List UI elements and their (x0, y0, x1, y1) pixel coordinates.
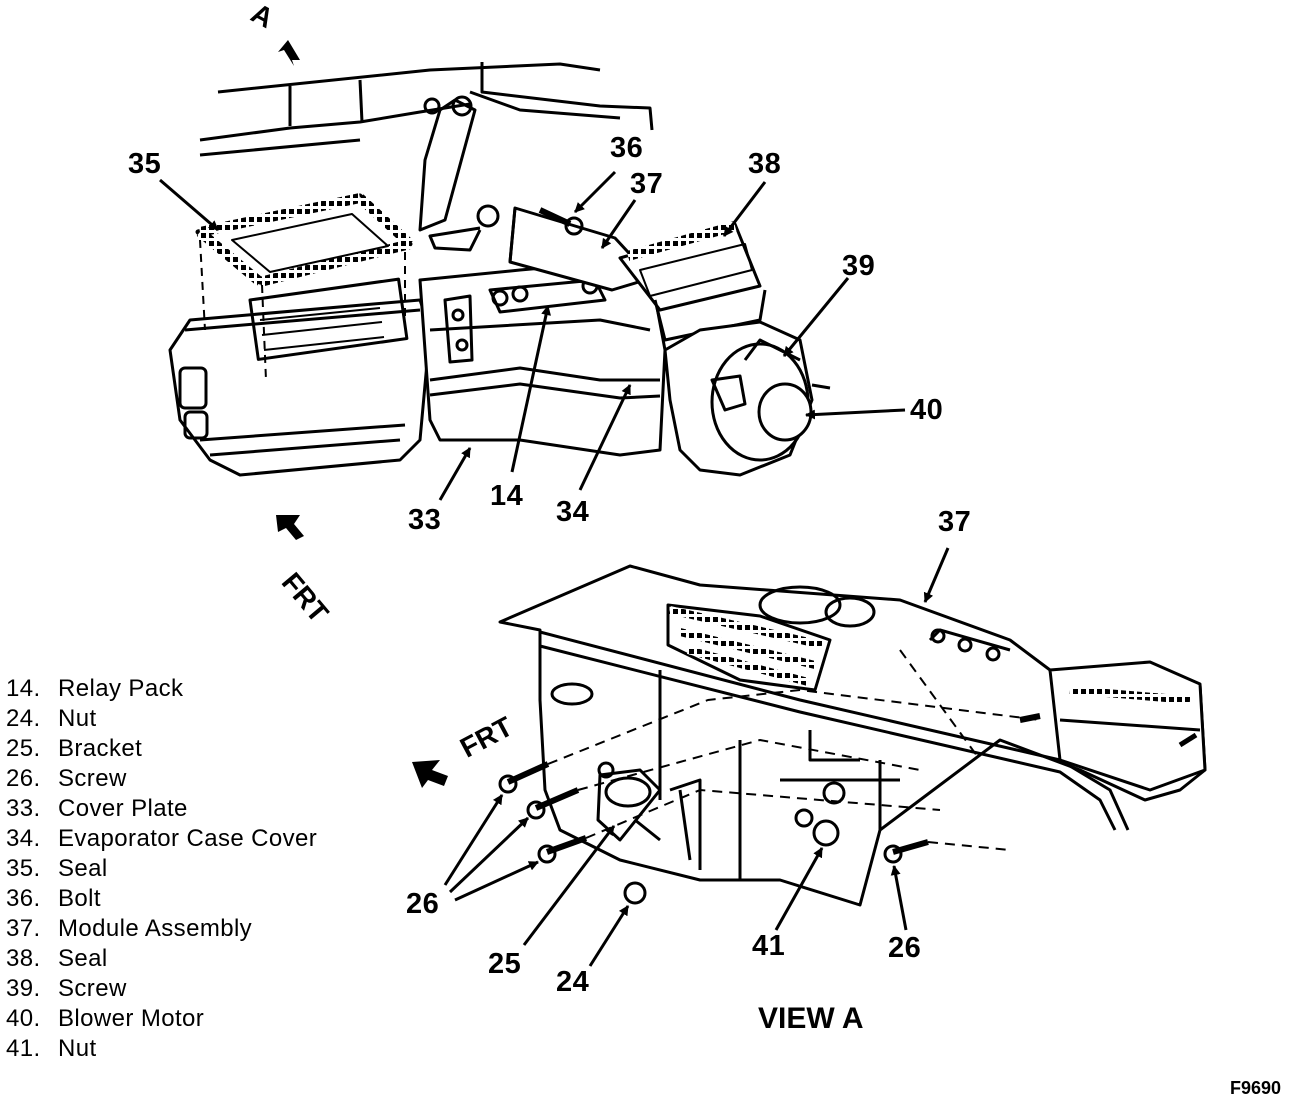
legend-label: Bracket (58, 735, 143, 762)
legend-item: 25. Bracket (6, 734, 317, 764)
leader-14 (510, 305, 551, 473)
legend-item: 34. Evaporator Case Cover (6, 824, 317, 854)
leader-39 (782, 277, 850, 357)
legend-number: 25. (6, 735, 41, 762)
leader-37-view (923, 547, 950, 603)
legend-label: Seal (58, 855, 108, 882)
legend-label: Seal (58, 945, 108, 972)
callout-37-view: 37 (938, 506, 972, 538)
callout-37-top: 37 (630, 168, 664, 200)
mounting-bracket (418, 98, 477, 232)
legend-item: 41. Nut (6, 1034, 317, 1064)
callout-25: 25 (488, 948, 522, 980)
callout-39: 39 (842, 250, 876, 282)
callout-33: 33 (408, 504, 442, 536)
legend-number: 34. (6, 825, 41, 852)
callout-35: 35 (128, 148, 162, 180)
dash-panel (217, 62, 601, 94)
leader-36 (573, 170, 617, 214)
legend-number: 41. (6, 1035, 41, 1062)
legend-label: Evaporator Case Cover (58, 825, 318, 852)
leader-26-c (454, 860, 539, 902)
leader-26-right (890, 865, 908, 931)
leader-34 (578, 384, 632, 491)
front-arrow-icon (276, 515, 304, 540)
view-a-title: VIEW A (758, 1002, 864, 1035)
legend-item: 33. Cover Plate (6, 794, 317, 824)
legend-label: Nut (58, 705, 97, 732)
leader-24 (588, 905, 630, 967)
leader-35 (159, 178, 219, 232)
callout-41: 41 (752, 930, 786, 962)
module-assembly-view-a (498, 564, 1207, 907)
callout-26-right: 26 (888, 932, 922, 964)
callout-34: 34 (556, 496, 590, 528)
legend-number: 14. (6, 675, 41, 702)
callout-24: 24 (556, 966, 590, 998)
legend-item: 37. Module Assembly (6, 914, 317, 944)
leader-26-a (443, 794, 504, 886)
leader-38 (722, 181, 767, 237)
legend-item: 26. Screw (6, 764, 317, 794)
top-assembly-drawing (168, 62, 831, 477)
legend-number: 40. (6, 1005, 41, 1032)
legend-number: 36. (6, 885, 41, 912)
view-a-drawing (498, 564, 1207, 907)
callout-36: 36 (610, 132, 644, 164)
legend-number: 37. (6, 915, 41, 942)
legend-label: Nut (58, 1035, 97, 1062)
callout-38: 38 (748, 148, 782, 180)
legend-number: 24. (6, 705, 41, 732)
legend-label: Screw (58, 975, 127, 1002)
legend-number: 33. (6, 795, 41, 822)
legend-label: Screw (58, 765, 127, 792)
leader-40 (805, 408, 906, 420)
legend-label: Blower Motor (58, 1005, 205, 1032)
legend-item: 24. Nut (6, 704, 317, 734)
legend-label: Module Assembly (58, 915, 253, 942)
leader-37 (600, 199, 637, 249)
leader-lines-top (159, 170, 906, 501)
callout-14: 14 (490, 480, 524, 512)
bolt-36 (538, 207, 572, 227)
legend-item: 36. Bolt (6, 884, 317, 914)
legend-item: 39. Screw (6, 974, 317, 1004)
legend-number: 35. (6, 855, 41, 882)
legend-number: 39. (6, 975, 41, 1002)
support-rail (539, 630, 1130, 831)
legend-item: 14. Relay Pack (6, 674, 317, 704)
legend-label: Cover Plate (58, 795, 188, 822)
legend-label: Bolt (58, 885, 101, 912)
nut-41 (812, 819, 840, 847)
callout-26-left: 26 (406, 888, 440, 920)
legend-number: 26. (6, 765, 41, 792)
nut-24 (623, 881, 647, 905)
leader-33 (438, 447, 472, 501)
figure-id: F9690 (1230, 1078, 1282, 1098)
leader-lines-view-a (443, 547, 950, 967)
view-a-front-arrow-icon (412, 760, 448, 788)
callout-40: 40 (910, 394, 944, 426)
view-a-arrow-icon (278, 40, 300, 66)
legend-item: 38. Seal (6, 944, 317, 974)
legend-item: 40. Blower Motor (6, 1004, 317, 1034)
legend-label: Relay Pack (58, 675, 184, 702)
leader-25 (522, 825, 616, 946)
direction-arrows-top (276, 40, 304, 540)
legend-item: 35. Seal (6, 854, 317, 884)
legend-number: 38. (6, 945, 41, 972)
leader-26-b (448, 816, 530, 894)
leader-41 (774, 847, 824, 931)
